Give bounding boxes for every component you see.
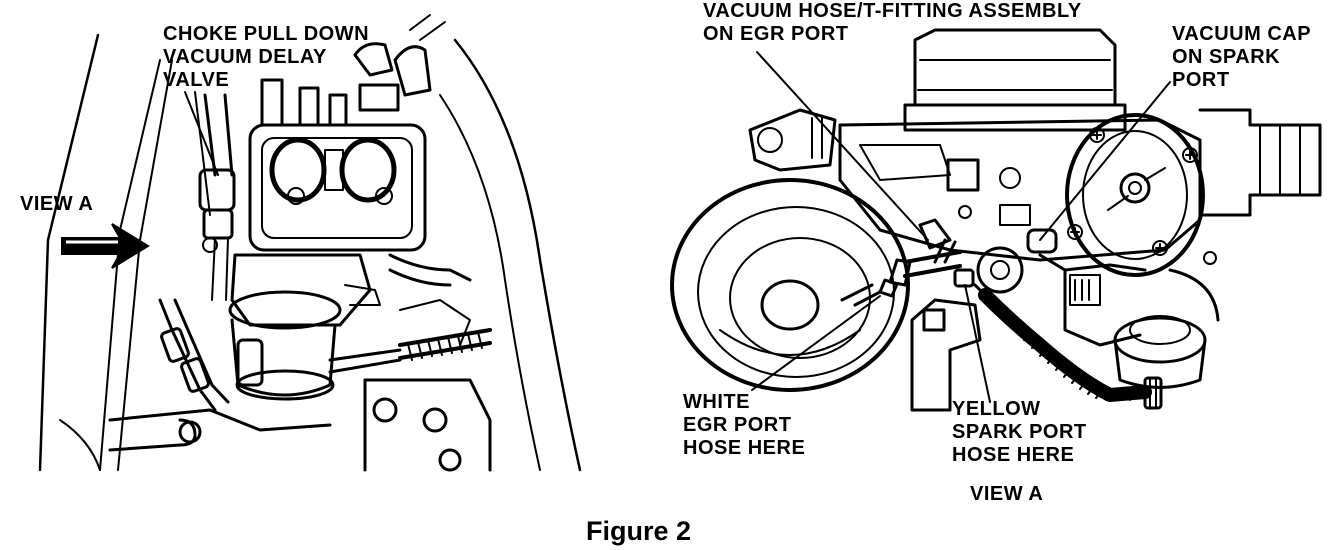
right-carburetor-view: VACUUM HOSE/T-FITTING ASSEMBLY ON EGR PO… (670, 0, 1322, 505)
yellow-spark-label-line3: HOSE HERE (952, 444, 1074, 466)
white-egr-label-line2: EGR PORT (683, 414, 791, 436)
vacuum-hose-label-line2: ON EGR PORT (703, 23, 849, 45)
left-engine-view: CHOKE PULL DOWN VACUUM DELAY VALVE VIEW … (20, 14, 582, 472)
choke-valve-label-line3: VALVE (163, 69, 229, 91)
view-a-label-right: VIEW A (970, 483, 1043, 505)
vacuum-cap-label-line3: PORT (1172, 69, 1230, 91)
white-egr-label-line1: WHITE (683, 391, 750, 413)
vacuum-cap-label-line1: VACUUM CAP (1172, 23, 1311, 45)
yellow-spark-label-line2: SPARK PORT (952, 421, 1087, 443)
view-a-arrow (61, 223, 150, 269)
vacuum-hose-label-line1: VACUUM HOSE/T-FITTING ASSEMBLY (703, 0, 1082, 22)
vacuum-cap-label-line2: ON SPARK (1172, 46, 1280, 68)
view-a-label-left: VIEW A (20, 193, 93, 215)
yellow-spark-label-line1: YELLOW (952, 398, 1041, 420)
choke-valve-label-line2: VACUUM DELAY (163, 46, 327, 68)
choke-valve-label-line1: CHOKE PULL DOWN (163, 23, 369, 45)
white-egr-label-line3: HOSE HERE (683, 437, 805, 459)
figure-caption: Figure 2 (586, 516, 691, 546)
